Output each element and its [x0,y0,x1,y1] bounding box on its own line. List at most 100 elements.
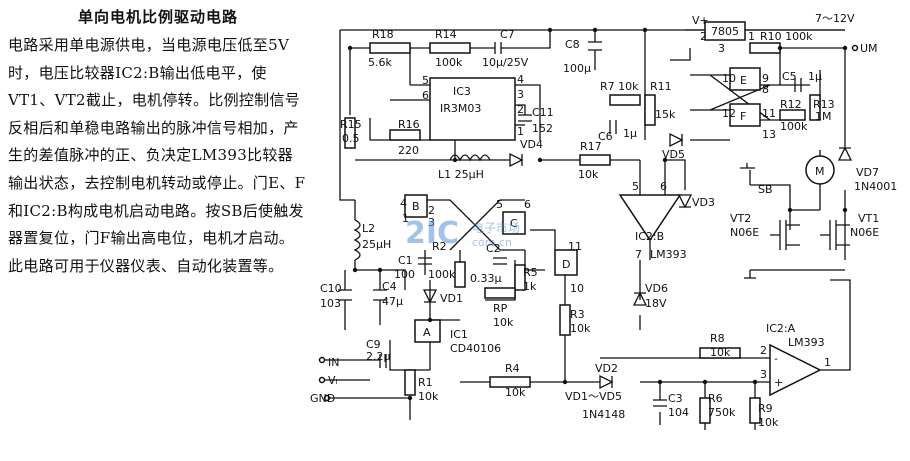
mosfet-vt2 [770,220,800,250]
capacitor-c5 [794,78,802,92]
svg-text:100: 100 [394,268,415,281]
svg-text:1μ: 1μ [623,127,637,140]
svg-text:N06E: N06E [730,226,759,239]
svg-text:6: 6 [524,198,531,211]
resistor-r6 [699,397,711,424]
diode-vd5 [669,132,684,148]
svg-text:UM: UM [860,42,878,55]
svg-text:IC2:A: IC2:A [766,322,796,335]
svg-text:2IC: 2IC [405,216,459,251]
svg-text:11: 11 [762,107,776,120]
resistor-r5 [514,264,526,291]
svg-text:10: 10 [722,72,736,85]
svg-text:C6: C6 [598,130,613,143]
resistor-r12 [779,109,806,121]
resistor-r13 [809,94,821,121]
svg-text:C3: C3 [668,392,683,405]
components [338,21,853,424]
svg-text:R16: R16 [398,118,420,131]
svg-text:2: 2 [517,103,524,116]
svg-text:R12: R12 [780,98,802,111]
svg-text:0.5: 0.5 [342,132,360,145]
svg-text:18V: 18V [645,297,667,310]
resistor-r3 [559,304,571,336]
article-title: 单向电机比例驱动电路 [77,8,238,26]
svg-text:R10 100k: R10 100k [760,30,813,43]
svg-text:CD40106: CD40106 [450,342,501,355]
svg-text:R7 10k: R7 10k [600,80,639,93]
capacitor-c6 [609,120,617,134]
svg-text:2.2μ: 2.2μ [366,350,391,363]
svg-text:1: 1 [517,125,524,138]
svg-text:-: - [774,352,778,365]
svg-text:R14: R14 [435,28,457,41]
svg-text:12: 12 [722,107,736,120]
svg-text:R8: R8 [710,332,725,345]
svg-text:1k: 1k [523,280,537,293]
svg-text:VD7: VD7 [856,166,879,179]
svg-text:C7: C7 [500,28,515,41]
svg-text:B: B [412,200,420,213]
svg-text:5: 5 [496,198,503,211]
svg-text:100k: 100k [428,268,456,281]
svg-text:R11: R11 [650,80,672,93]
resistor-r18 [369,42,411,54]
svg-text:10k: 10k [570,322,591,335]
svg-text:104: 104 [668,406,689,419]
svg-text:10k: 10k [493,316,514,329]
diode-vd3 [677,194,693,209]
regulator-7805 [704,21,746,41]
circuit-schematic: R18 5.6k R14 100k C7 10μ/25V C8 100μ V+ … [310,12,897,430]
component-labels: R18 5.6k R14 100k C7 10μ/25V C8 100μ V+ … [310,12,897,429]
svg-text:100μ: 100μ [563,62,591,75]
capacitor-c4 [373,289,387,301]
diode-vd1 [422,289,438,304]
svg-text:VD1～VD5: VD1～VD5 [565,390,622,403]
svg-text:10μ/25V: 10μ/25V [482,56,529,69]
svg-text:8: 8 [762,83,769,96]
svg-text:IC3: IC3 [453,85,471,98]
potentiometer-rp [484,287,516,299]
svg-text:3: 3 [718,42,725,55]
svg-text:VD3: VD3 [692,196,715,209]
svg-text:VD4: VD4 [520,138,543,151]
resistor-r15 [344,117,356,149]
svg-text:11: 11 [568,240,582,253]
svg-text:IC2:B: IC2:B [635,230,664,243]
resistor-r2 [454,261,466,288]
svg-text:7～12V: 7～12V [815,12,855,25]
svg-text:10k: 10k [578,168,599,181]
watermark-logo: 2IC 电子市场 com.cn [405,216,520,251]
svg-text:IN: IN [328,356,339,369]
svg-text:R4: R4 [505,362,520,375]
svg-text:100k: 100k [780,120,808,133]
svg-text:10k: 10k [505,386,526,399]
svg-text:100k: 100k [435,56,463,69]
svg-text:M: M [815,165,825,178]
inductor-l2 [353,219,361,261]
resistor-r17 [579,154,611,166]
svg-text:VD6: VD6 [645,282,668,295]
diode-vd4 [509,152,524,168]
svg-text:152: 152 [532,122,553,135]
gate-d [554,249,578,276]
resistor-r11 [644,94,656,126]
svg-text:VD1: VD1 [440,292,463,305]
svg-text:103: 103 [320,297,341,310]
svg-text:+: + [774,376,783,389]
svg-text:VD5: VD5 [662,148,685,161]
svg-text:5: 5 [632,180,639,193]
svg-text:1: 1 [402,212,409,225]
svg-text:3: 3 [428,216,435,229]
svg-text:1μ: 1μ [808,70,822,83]
svg-text:1N4001: 1N4001 [854,180,897,193]
svg-text:220: 220 [398,144,419,157]
capacitor-c11 [518,114,532,122]
svg-text:10k: 10k [418,390,439,403]
svg-text:10: 10 [570,282,584,295]
svg-text:V+: V+ [692,14,709,27]
svg-text:F: F [740,110,746,123]
capacitor-c9 [379,354,387,368]
resistor-r14 [429,42,471,54]
svg-text:N06E: N06E [850,226,879,239]
